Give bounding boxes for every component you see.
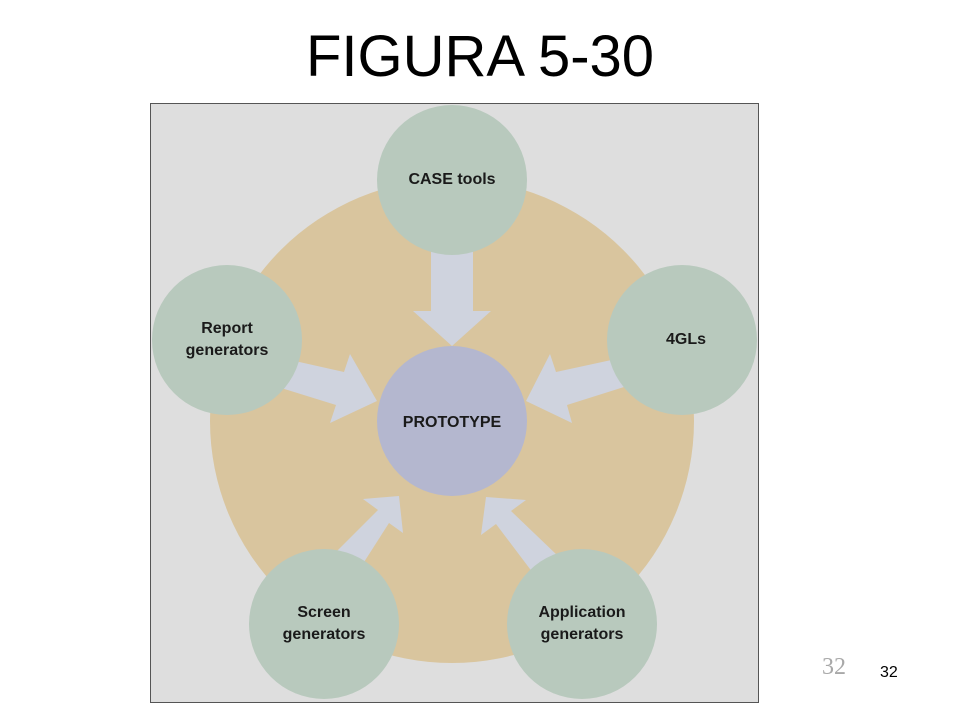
node-label-application-line1: Application <box>538 604 625 621</box>
arrow-from-report-generators <box>278 354 377 423</box>
center-label: PROTOTYPE <box>403 414 502 431</box>
node-screen-generators: Screen generators <box>249 549 399 699</box>
node-label-screen-line1: Screen <box>297 604 350 621</box>
arrow-from-case-tools <box>413 251 491 346</box>
slide-title: FIGURA 5-30 <box>305 24 655 89</box>
center-prototype: PROTOTYPE <box>377 346 527 496</box>
node-label-report-line2: generators <box>186 342 269 359</box>
node-report-generators: Report generators <box>152 265 302 415</box>
watermark-page-number: 32 <box>822 654 846 680</box>
node-label-4gls: 4GLs <box>666 331 706 348</box>
node-label-report-line1: Report <box>201 320 253 337</box>
node-label-screen-line2: generators <box>283 626 366 643</box>
arrow-from-application-generators <box>481 497 558 573</box>
arrow-from-4gls <box>526 354 624 423</box>
node-4gls: 4GLs <box>607 265 757 415</box>
prototype-diagram: CASE tools 4GLs Application generators S… <box>150 103 759 703</box>
node-label-application-line2: generators <box>541 626 624 643</box>
node-case-tools: CASE tools <box>377 105 527 255</box>
node-label-case-tools: CASE tools <box>408 171 495 188</box>
slide-number: 32 <box>880 664 898 681</box>
node-application-generators: Application generators <box>507 549 657 699</box>
